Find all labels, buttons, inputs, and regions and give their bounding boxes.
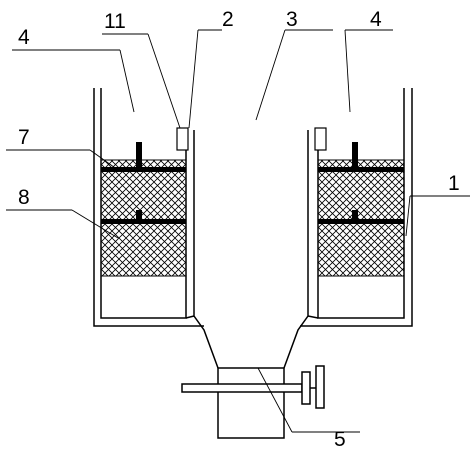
left-upper-plate: [101, 167, 186, 172]
leader-lines: [6, 29, 470, 433]
label-4-right: 4: [370, 8, 382, 31]
right-upper-plate: [318, 167, 404, 172]
central-pipe: [185, 130, 319, 369]
outlet-valve-shaft: [181, 383, 303, 393]
right-upper-handle: [352, 142, 358, 168]
label-4-left: 4: [18, 26, 30, 49]
left-upper-handle: [136, 142, 142, 168]
outlet-valve-wheel: [315, 365, 325, 409]
right-lower-handle: [352, 210, 358, 220]
pipe-tabs: [176, 127, 327, 151]
left-pipe-tab: [176, 127, 189, 151]
label-8: 8: [18, 186, 30, 209]
left-lower-plate: [101, 219, 186, 224]
label-5: 5: [334, 428, 346, 451]
label-11: 11: [104, 10, 126, 33]
outlet-valve-handle: [301, 371, 311, 405]
outlet: [181, 365, 325, 439]
label-3: 3: [286, 8, 298, 31]
left-lower-handle: [136, 210, 142, 220]
reference-numerals: 4 11 2 3 4 7 8 1 5: [18, 8, 460, 451]
label-1: 1: [448, 172, 460, 195]
right-pipe-tab: [314, 127, 327, 151]
right-filter-stack: [317, 142, 405, 277]
left-filter-stack: [100, 142, 187, 277]
label-2: 2: [222, 8, 234, 31]
right-lower-plate: [318, 219, 404, 224]
label-7: 7: [18, 126, 30, 149]
